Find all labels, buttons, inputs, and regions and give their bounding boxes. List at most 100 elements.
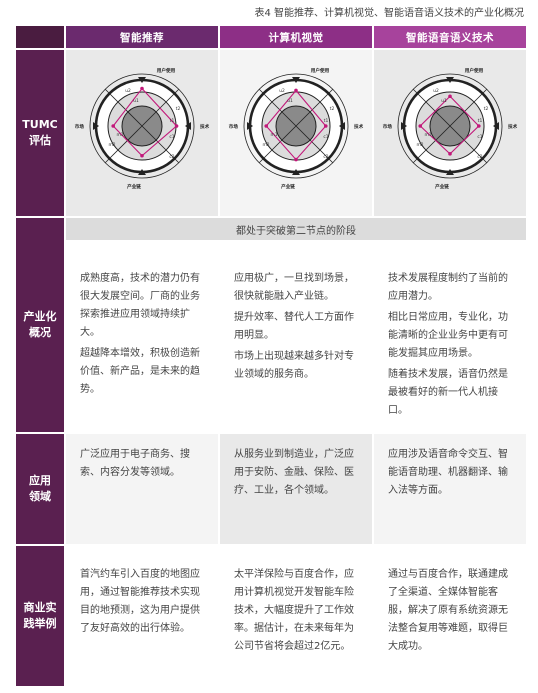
industry-text: 超越降本增效，积极创造新价值、新产品，是未来的趋势。 — [80, 348, 200, 395]
row-label-industry: 产业化 概况 — [16, 218, 64, 432]
business-text: 通过与百度合作，联通建成了全渠道、全媒体智能客服，解决了原有系统资源无法整合复用… — [388, 569, 508, 652]
radar-score-point — [264, 124, 269, 128]
application-cell-speech-semantics: 应用涉及语音命令交互、智能语音助理、机器翻译、输入法等方面。 — [374, 434, 526, 544]
industry-text: 相比日常应用，专业化，功能清晰的企业业务中更有可能发掘其应用场景。 — [388, 312, 508, 359]
radar-score-point — [140, 153, 144, 158]
row-label-tumc: TUMC 评估 — [16, 50, 64, 216]
radar-sublabel: c2 — [169, 154, 174, 160]
application-cell-computer-vision: 从服务业到制造业，广泛应用于安防、金融、保险、医疗、工业，各个领域。 — [220, 434, 372, 544]
radar-sublabel: c2 — [323, 154, 328, 160]
radar-axis-line — [412, 88, 488, 164]
column-header-recommendation: 智能推荐 — [66, 26, 218, 48]
radar-label-chain: 产业链 — [435, 183, 449, 190]
radar-outer-ring — [89, 73, 195, 179]
radar-sublabel: u1 — [287, 98, 293, 104]
radar-sublabel: u1 — [133, 98, 139, 104]
radar-arrow-icon — [247, 122, 253, 130]
business-cell-speech-semantics: 通过与百度合作，联通建成了全渠道、全媒体智能客服，解决了原有系统资源无法整合复用… — [374, 546, 526, 686]
radar-sublabel: t2 — [330, 106, 335, 112]
radar-label-chain: 产业链 — [127, 183, 141, 190]
radar-label-market: 市场 — [383, 123, 393, 130]
header-corner — [16, 26, 64, 48]
radar-sublabel: c1 — [477, 134, 482, 140]
radar-score-point — [294, 157, 298, 162]
radar-sublabel: m2 — [108, 142, 115, 148]
industry-text: 随着技术发展，语音仍然是最被看好的新一代人机接口。 — [388, 369, 508, 416]
radar-axis-line — [258, 88, 334, 164]
radar-sublabel: t2 — [176, 106, 181, 112]
radar-score-point — [448, 94, 452, 99]
stage-banner: 都处于突破第二节点的阶段 — [66, 218, 526, 240]
business-cell-recommendation: 首汽约车引入百度的地图应用，通过智能推荐技术实现目的地预测，这为用户提供了友好高… — [66, 546, 218, 686]
row-label-application: 应用 领域 — [16, 434, 64, 544]
radar-score-point — [294, 88, 298, 93]
radar-label-chain: 产业链 — [281, 183, 295, 190]
radar-label-tech: 技术 — [354, 123, 364, 130]
radar-arrow-icon — [493, 122, 499, 130]
column-header-computer-vision: 计算机视觉 — [220, 26, 372, 48]
radar-score-point — [323, 124, 328, 128]
industry-cell-computer-vision: 应用极广，一旦找到场景，很快就能融入产业链。 提升效率、替代人工方面作用明显。 … — [220, 242, 372, 432]
radar-outer-ring — [243, 73, 349, 179]
radar-sublabel: u2 — [125, 88, 131, 94]
radar-label-tech: 技术 — [508, 123, 518, 130]
radar-sublabel: c2 — [477, 154, 482, 160]
radar-axis-line — [104, 88, 180, 164]
radar-arrow-icon — [93, 122, 99, 130]
application-cell-recommendation: 广泛应用于电子商务、搜索、内容分发等领域。 — [66, 434, 218, 544]
business-text: 太平洋保险与百度合作，应用计算机视觉开发智能车险技术，大幅度提升了工作效率。据估… — [234, 569, 354, 652]
radar-arrow-icon — [138, 77, 146, 83]
industry-text: 应用极广，一旦找到场景，很快就能融入产业链。 — [234, 273, 354, 302]
radar-arrow-icon — [446, 77, 454, 83]
radar-arrow-icon — [339, 122, 345, 130]
radar-sublabel: c1 — [169, 134, 174, 140]
radar-sublabel: m1 — [116, 132, 123, 138]
radar-arrow-icon — [138, 169, 146, 175]
industry-text: 市场上出现越来越多针对专业领域的服务商。 — [234, 351, 354, 380]
radar-sublabel: m1 — [270, 132, 277, 138]
radar-arrow-icon — [446, 169, 454, 175]
radar-sublabel: c1 — [323, 134, 328, 140]
radar-sublabel: m2 — [416, 142, 423, 148]
radar-sublabel: u1 — [441, 98, 447, 104]
application-text: 广泛应用于电子商务、搜索、内容分发等领域。 — [80, 449, 190, 478]
radar-label-user: 用户使用 — [311, 67, 330, 74]
radar-sublabel: u2 — [279, 88, 285, 94]
radar-score-point — [140, 86, 144, 91]
application-text: 从服务业到制造业，广泛应用于安防、金融、保险、医疗、工业，各个领域。 — [234, 449, 354, 496]
radar-label-market: 市场 — [75, 123, 85, 130]
radar-arrow-icon — [185, 122, 191, 130]
radar-label-user: 用户使用 — [465, 67, 484, 74]
industry-text: 成熟度高，技术的潜力仍有很大发展空间。厂商的业务探索推进应用领域持续扩大。 — [80, 273, 200, 338]
radar-sublabel: m2 — [262, 142, 269, 148]
radar-sublabel: t1 — [324, 118, 329, 124]
radar-score-point — [111, 124, 115, 128]
radar-arrow-icon — [292, 77, 300, 83]
industry-text: 提升效率、替代人工方面作用明显。 — [234, 312, 354, 341]
radar-label-market: 市场 — [229, 123, 239, 130]
column-header-speech-semantics: 智能语音语义技术 — [374, 26, 526, 48]
radar-arrow-icon — [292, 169, 300, 175]
radar-sublabel: u2 — [433, 88, 439, 94]
table-caption: 表4 智能推荐、计算机视觉、智能语音语义技术的产业化概况 — [254, 8, 524, 19]
radar-arrow-icon — [401, 122, 407, 130]
radar-score-point — [448, 152, 452, 156]
radar-sublabel: t1 — [478, 118, 483, 124]
radar-score-point — [418, 124, 423, 128]
radar-score-point — [477, 124, 481, 128]
radar-sublabel: m1 — [424, 132, 431, 138]
row-label-business: 商业实 践举例 — [16, 546, 64, 686]
radar-label-tech: 技术 — [200, 123, 210, 130]
radar-outer-ring — [397, 73, 503, 179]
industry-cell-recommendation: 成熟度高，技术的潜力仍有很大发展空间。厂商的业务探索推进应用领域持续扩大。 超越… — [66, 242, 218, 432]
industry-text: 技术发展程度制约了当前的应用潜力。 — [388, 273, 508, 302]
